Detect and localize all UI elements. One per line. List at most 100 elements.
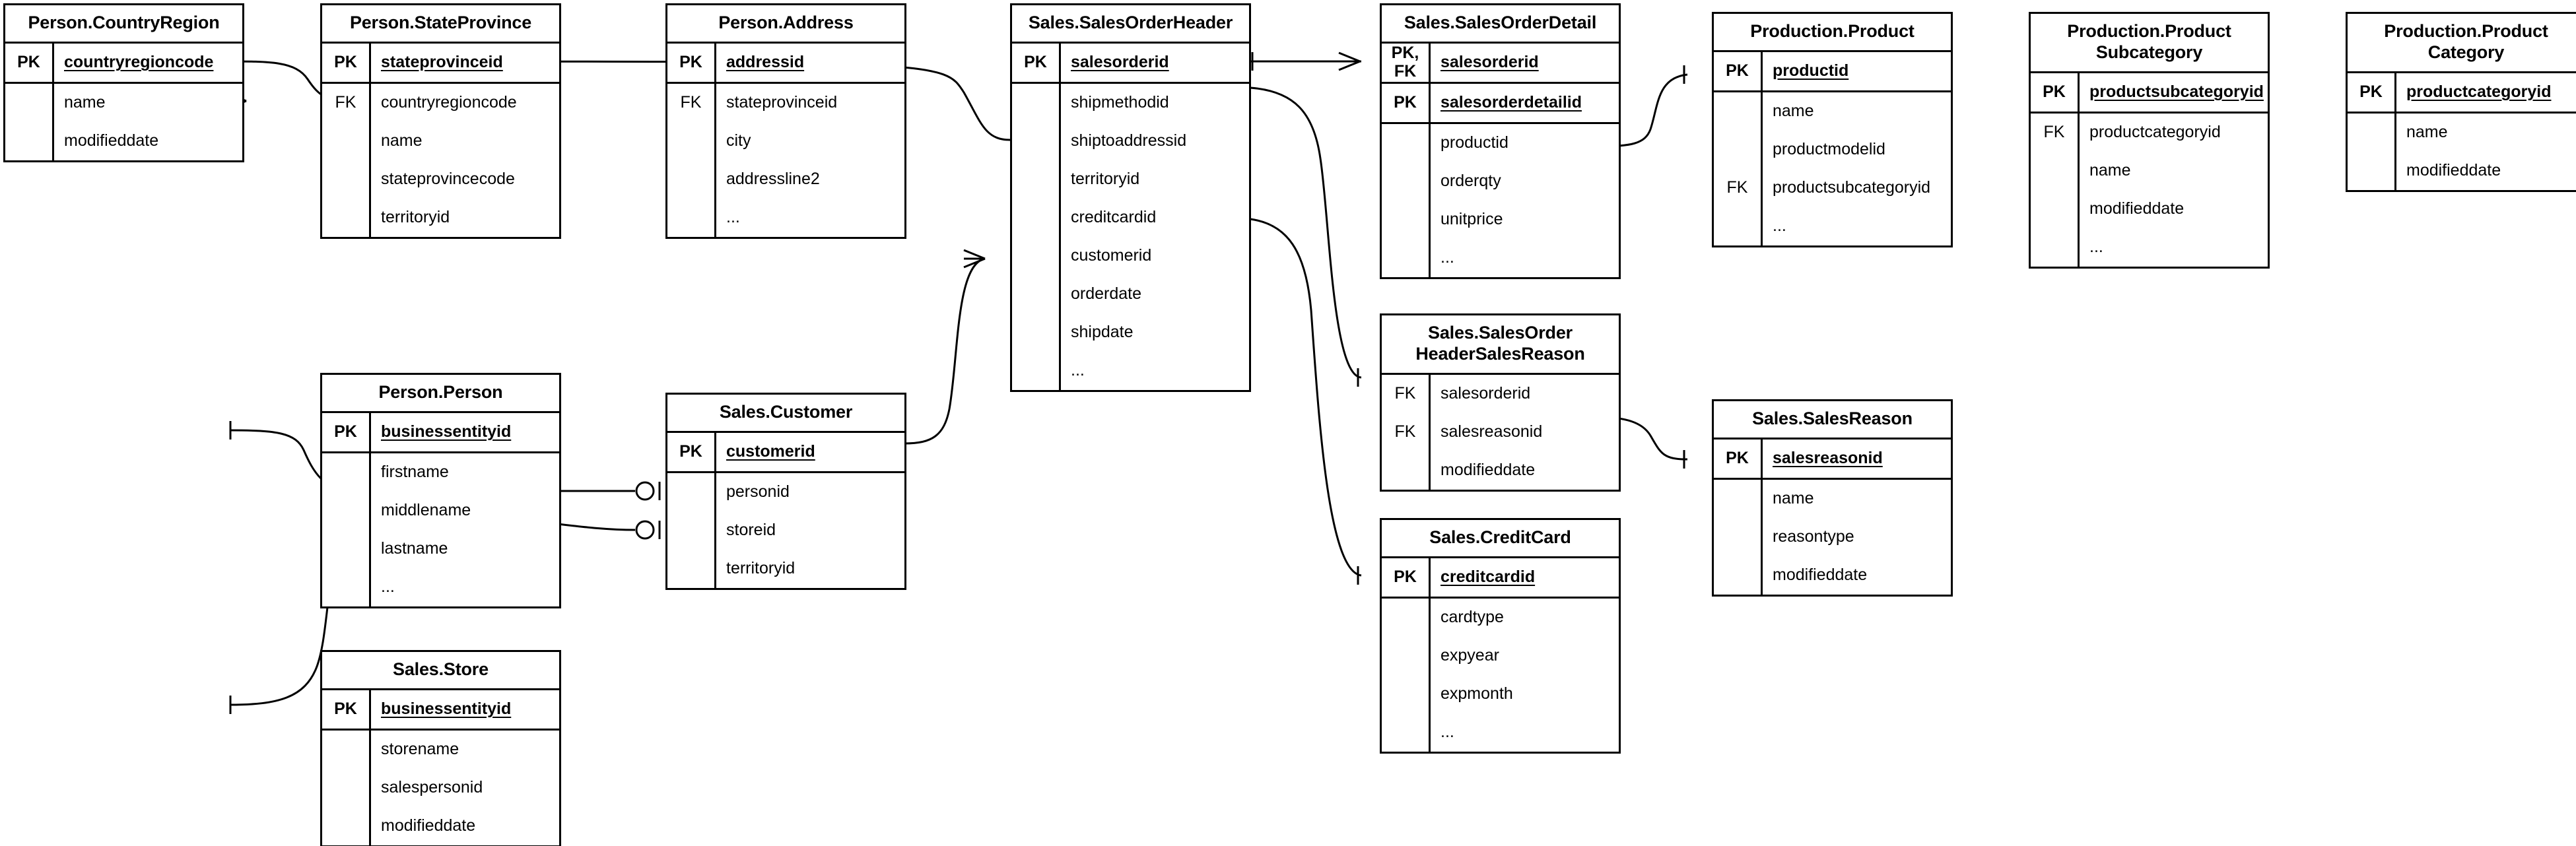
attribute-row[interactable]: addressline2 bbox=[667, 160, 904, 199]
attribute-row[interactable]: modifieddate bbox=[1714, 556, 1951, 595]
attribute-name: middlename bbox=[371, 492, 559, 530]
attribute-row[interactable]: name bbox=[1714, 92, 1951, 131]
attribute-row[interactable]: name bbox=[1714, 479, 1951, 518]
attribute-row[interactable]: ... bbox=[1714, 207, 1951, 245]
attribute-key-badge: PK bbox=[1012, 43, 1061, 82]
attribute-row[interactable]: PK salesorderid bbox=[1012, 43, 1249, 82]
attribute-key-badge bbox=[1714, 207, 1763, 245]
attribute-row[interactable]: creditcardid bbox=[1012, 198, 1249, 237]
attribute-row[interactable]: customerid bbox=[1012, 236, 1249, 275]
attribute-row[interactable]: productmodelid bbox=[1714, 130, 1951, 169]
attribute-row[interactable]: orderdate bbox=[1012, 275, 1249, 313]
attribute-row[interactable]: lastname bbox=[322, 529, 559, 568]
attribute-row[interactable]: name bbox=[2031, 151, 2268, 190]
attribute-row[interactable]: middlename bbox=[322, 491, 559, 530]
attribute-row[interactable]: reasontype bbox=[1714, 517, 1951, 556]
attribute-key-badge bbox=[322, 529, 371, 568]
attribute-name-text: modifieddate bbox=[1441, 461, 1536, 480]
attribute-name-text: middlename bbox=[381, 501, 471, 520]
attribute-row[interactable]: storeid bbox=[667, 511, 904, 550]
attribute-row[interactable]: personid bbox=[667, 472, 904, 511]
attribute-row[interactable]: ... bbox=[1382, 238, 1619, 277]
attribute-name: productmodelid bbox=[1763, 131, 1951, 169]
attribute-name-text: salesorderid bbox=[1071, 53, 1169, 72]
attribute-row[interactable]: salespersonid bbox=[322, 768, 559, 807]
attribute-name-text: salesorderid bbox=[1441, 53, 1539, 72]
attribute-name-text: stateprovinceid bbox=[381, 53, 503, 72]
attribute-row[interactable]: productid bbox=[1382, 123, 1619, 162]
attribute-row[interactable]: expmonth bbox=[1382, 674, 1619, 713]
attribute-row[interactable]: cardtype bbox=[1382, 598, 1619, 637]
attribute-row[interactable]: ... bbox=[667, 198, 904, 237]
attribute-row[interactable]: ... bbox=[1012, 351, 1249, 390]
attribute-key-badge bbox=[2031, 151, 2080, 190]
attribute-row[interactable]: territoryid bbox=[1012, 160, 1249, 199]
attribute-row[interactable]: modifieddate bbox=[322, 806, 559, 845]
attribute-row[interactable]: storename bbox=[322, 730, 559, 769]
attribute-row[interactable]: firstname bbox=[322, 453, 559, 492]
attribute-row[interactable]: ... bbox=[1382, 713, 1619, 752]
attribute-name: shiptoaddressid bbox=[1061, 122, 1249, 160]
attribute-row[interactable]: territoryid bbox=[322, 198, 559, 237]
attribute-row[interactable]: name bbox=[2348, 113, 2576, 152]
attribute-row[interactable]: city bbox=[667, 121, 904, 160]
attribute-row[interactable]: shipmethodid bbox=[1012, 83, 1249, 122]
attribute-key-badge bbox=[667, 121, 716, 160]
attribute-row[interactable]: expyear bbox=[1382, 636, 1619, 675]
attribute-row[interactable]: ... bbox=[2031, 228, 2268, 267]
attribute-row[interactable]: orderqty bbox=[1382, 162, 1619, 201]
attribute-row[interactable]: ... bbox=[322, 568, 559, 606]
attribute-row[interactable]: modifieddate bbox=[1382, 451, 1619, 490]
attribute-row[interactable]: modifieddate bbox=[2348, 151, 2576, 190]
attribute-row[interactable]: name bbox=[5, 83, 242, 122]
attribute-name: productcategoryid bbox=[2396, 73, 2576, 112]
attribute-row[interactable]: shipdate bbox=[1012, 313, 1249, 352]
attribute-row[interactable]: unitprice bbox=[1382, 200, 1619, 239]
attribute-name-text: shipdate bbox=[1071, 323, 1134, 342]
attribute-name: shipmethodid bbox=[1061, 84, 1249, 122]
attribute-row[interactable]: stateprovincecode bbox=[322, 160, 559, 199]
attribute-row[interactable]: modifieddate bbox=[2031, 189, 2268, 228]
attribute-row[interactable]: modifieddate bbox=[5, 121, 242, 160]
attribute-row[interactable]: shiptoaddressid bbox=[1012, 121, 1249, 160]
attribute-group: firstname middlename lastname... bbox=[322, 451, 559, 606]
attribute-row[interactable]: territoryid bbox=[667, 549, 904, 588]
attribute-row[interactable]: name bbox=[322, 121, 559, 160]
